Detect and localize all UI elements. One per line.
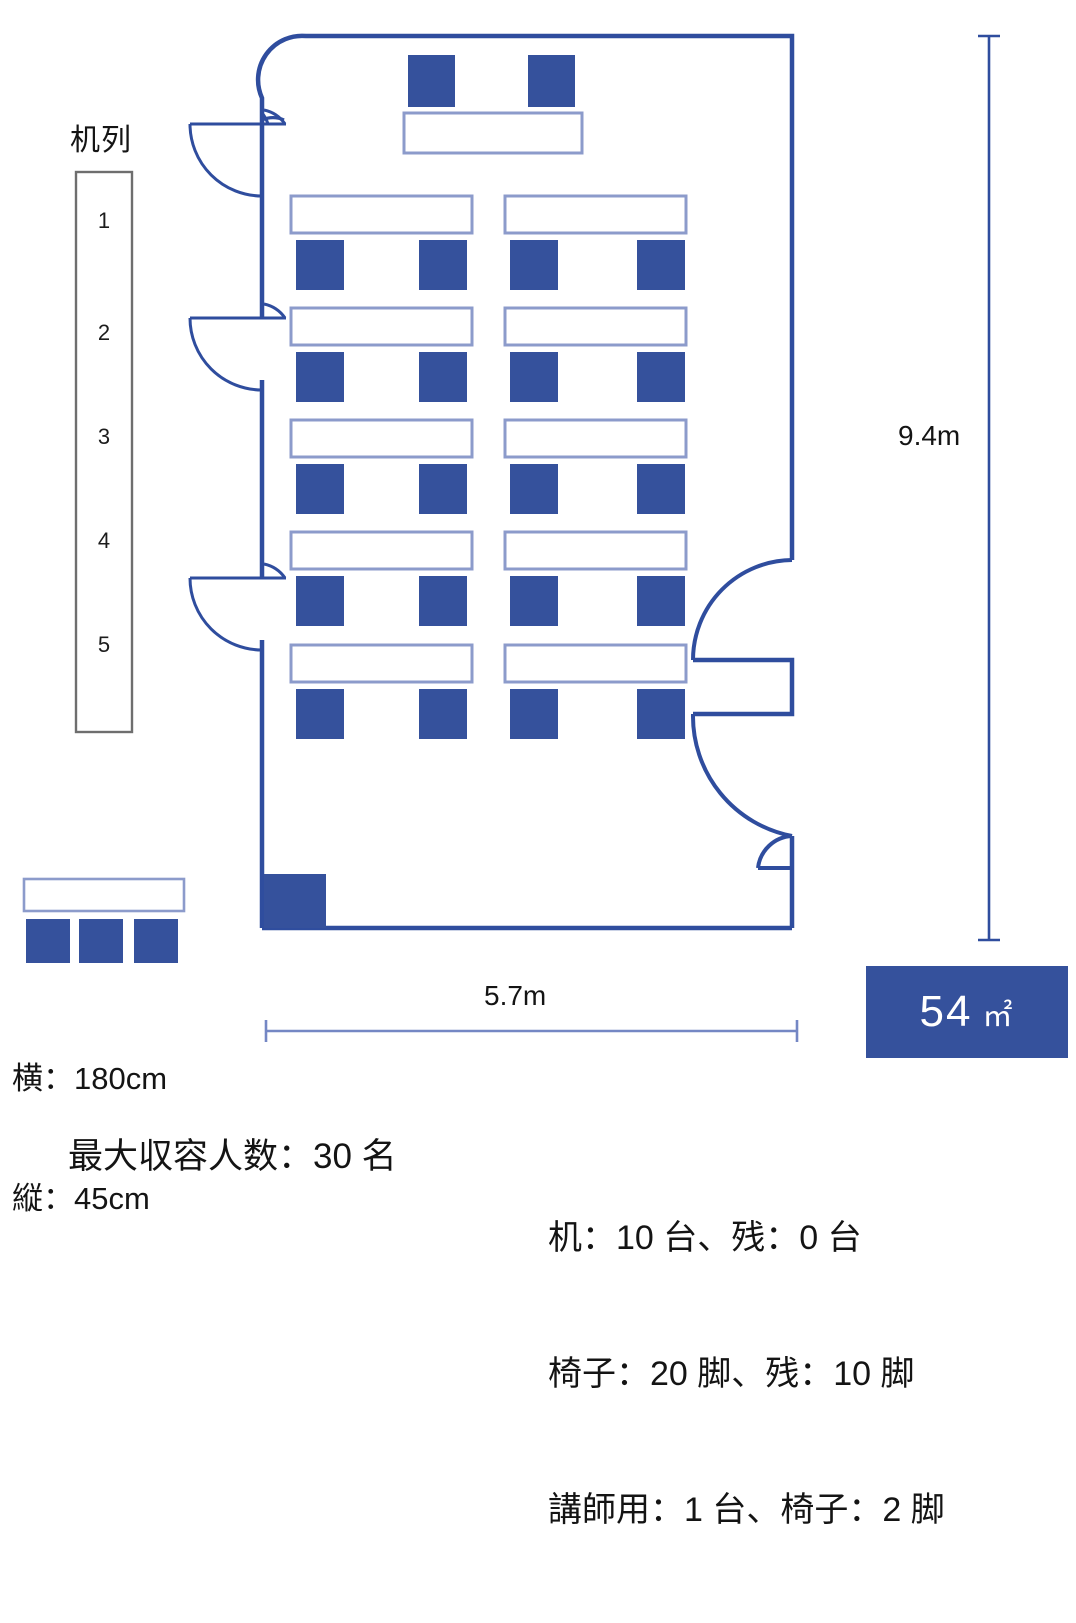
desk — [289, 306, 474, 347]
instructor-desk — [402, 111, 584, 155]
row-index-box — [74, 170, 134, 734]
left-wall-door-2 — [188, 302, 287, 392]
floor-plan-svg — [22, 33, 1000, 1042]
desk — [503, 530, 688, 571]
capacity-summary: 最大収容人数：30 名 — [68, 1137, 397, 1176]
inventory-summary: 机：10 台、残：0 台 椅子：20 脚、残：10 脚 講師用：1 台、椅子：2… — [548, 1126, 945, 1623]
right-wall-door-lower — [690, 713, 794, 928]
desk — [503, 418, 688, 459]
chair — [637, 576, 685, 626]
instructor-area — [402, 55, 584, 155]
dimension-vertical-label: 9.4m — [898, 420, 961, 451]
inventory-chairs: 椅子：20 脚、残：10 脚 — [548, 1355, 915, 1394]
desk — [503, 194, 688, 235]
legend-chair — [134, 919, 178, 963]
row-number-1: 1 — [97, 208, 111, 233]
legend-furniture — [22, 877, 186, 963]
legend-desk-depth: 縦：45cm — [12, 1181, 150, 1217]
inventory-instructor: 講師用：1 台、椅子：2 脚 — [548, 1490, 945, 1529]
chair — [637, 689, 685, 739]
left-wall-door-1 — [188, 108, 287, 198]
desk-row-1 — [289, 194, 688, 290]
chair — [296, 352, 344, 402]
desk-row-4 — [289, 530, 688, 626]
legend-desk-width: 横：180cm — [12, 1060, 168, 1096]
chair — [419, 576, 467, 626]
legend-chair — [26, 919, 70, 963]
chair — [296, 464, 344, 514]
dimension-vertical — [978, 34, 1000, 942]
chair — [419, 352, 467, 402]
legend-desk — [22, 877, 186, 913]
desk — [503, 306, 688, 347]
chair — [637, 352, 685, 402]
desk — [289, 194, 474, 235]
desk-row-2 — [289, 306, 688, 402]
desk-row-3 — [289, 418, 688, 514]
dimension-horizontal-label: 5.7m — [484, 980, 547, 1011]
inventory-desks: 机：10 台、残：0 台 — [548, 1219, 862, 1258]
dimension-horizontal — [264, 1020, 799, 1042]
chair — [510, 464, 558, 514]
room-walls — [255, 33, 795, 931]
chair — [419, 689, 467, 739]
desk — [289, 643, 474, 684]
area-badge: 54 ㎡ — [866, 966, 1068, 1058]
row-number-2: 2 — [97, 320, 111, 345]
right-wall-door-upper — [691, 558, 793, 661]
row-number-4: 4 — [97, 528, 111, 553]
chair — [296, 240, 344, 290]
chair — [296, 689, 344, 739]
chair — [296, 576, 344, 626]
instructor-chair-1 — [408, 55, 455, 107]
chair — [637, 464, 685, 514]
instructor-chair-2 — [528, 55, 575, 107]
chair — [419, 464, 467, 514]
row-number-3: 3 — [97, 424, 111, 449]
row-axis-title: 机列 — [70, 124, 132, 157]
chair — [510, 240, 558, 290]
pillar — [264, 874, 326, 928]
area-value: 54 — [919, 987, 973, 1036]
legend-caption: 横：180cm 縦：45cm — [12, 978, 167, 1300]
chair — [510, 352, 558, 402]
desk — [289, 418, 474, 459]
desk-row-5 — [289, 643, 688, 739]
desk — [503, 643, 688, 684]
row-number-5: 5 — [97, 632, 111, 657]
chair — [510, 576, 558, 626]
floor-plan-diagram: 机列 1 2 3 4 5 9.4m 5.7m 横：180cm 縦：45cm 54… — [12, 33, 1068, 1529]
legend-chair — [79, 919, 123, 963]
chair — [419, 240, 467, 290]
area-unit: ㎡ — [982, 1000, 1015, 1033]
chair — [510, 689, 558, 739]
left-wall-door-3 — [188, 562, 287, 652]
desk — [289, 530, 474, 571]
chair — [637, 240, 685, 290]
